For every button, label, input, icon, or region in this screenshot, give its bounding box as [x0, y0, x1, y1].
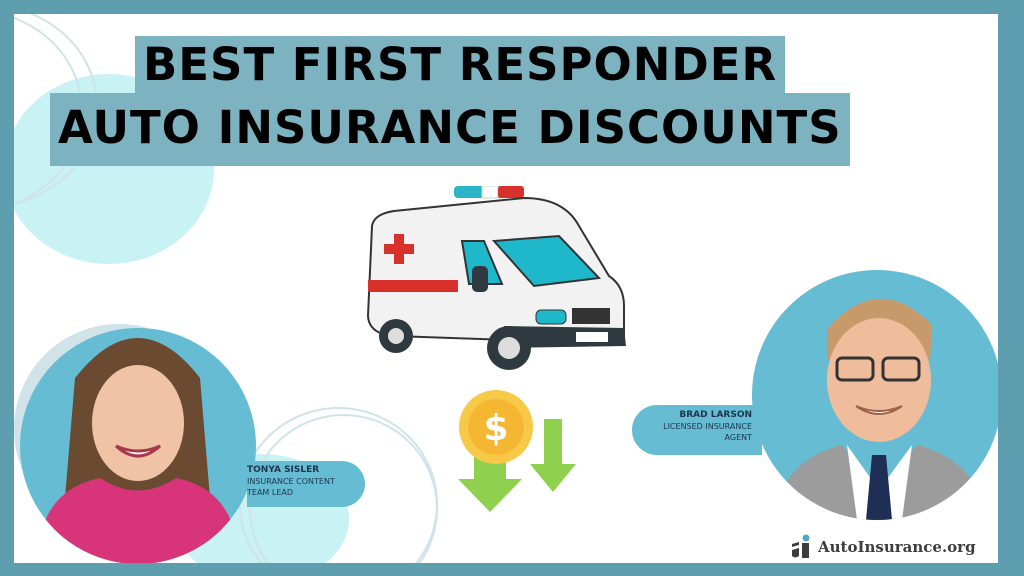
avatar-brad-larson [752, 270, 998, 520]
expert-role: AGENT [724, 433, 752, 442]
svg-text:$: $ [483, 408, 508, 449]
title-line-1: BEST FIRST RESPONDER [135, 36, 786, 94]
dollar-coin-down-arrows-icon: $ [458, 390, 576, 512]
expert-name: TONYA SISLER [247, 465, 320, 475]
brand-mark-icon [792, 534, 810, 558]
expert-label-tonya: TONYA SISLER INSURANCE CONTENT TEAM LEAD [247, 461, 365, 507]
avatar-tonya-sisler [20, 328, 256, 563]
brand-logo[interactable]: AutoInsurance.org [790, 534, 976, 560]
expert-role: TEAM LEAD [247, 488, 294, 497]
ambulance-icon [366, 186, 626, 370]
expert-role: LICENSED INSURANCE [663, 422, 752, 431]
expert-name: BRAD LARSON [679, 410, 752, 420]
brand-logo-text: AutoInsurance.org [818, 538, 976, 556]
expert-label-brad: BRAD LARSON LICENSED INSURANCE AGENT [632, 405, 762, 455]
expert-role: INSURANCE CONTENT [247, 477, 335, 486]
title-line-2: AUTO INSURANCE DISCOUNTS [50, 93, 850, 166]
banner-canvas: BEST FIRST RESPONDER AUTO INSURANCE DISC… [14, 14, 998, 563]
